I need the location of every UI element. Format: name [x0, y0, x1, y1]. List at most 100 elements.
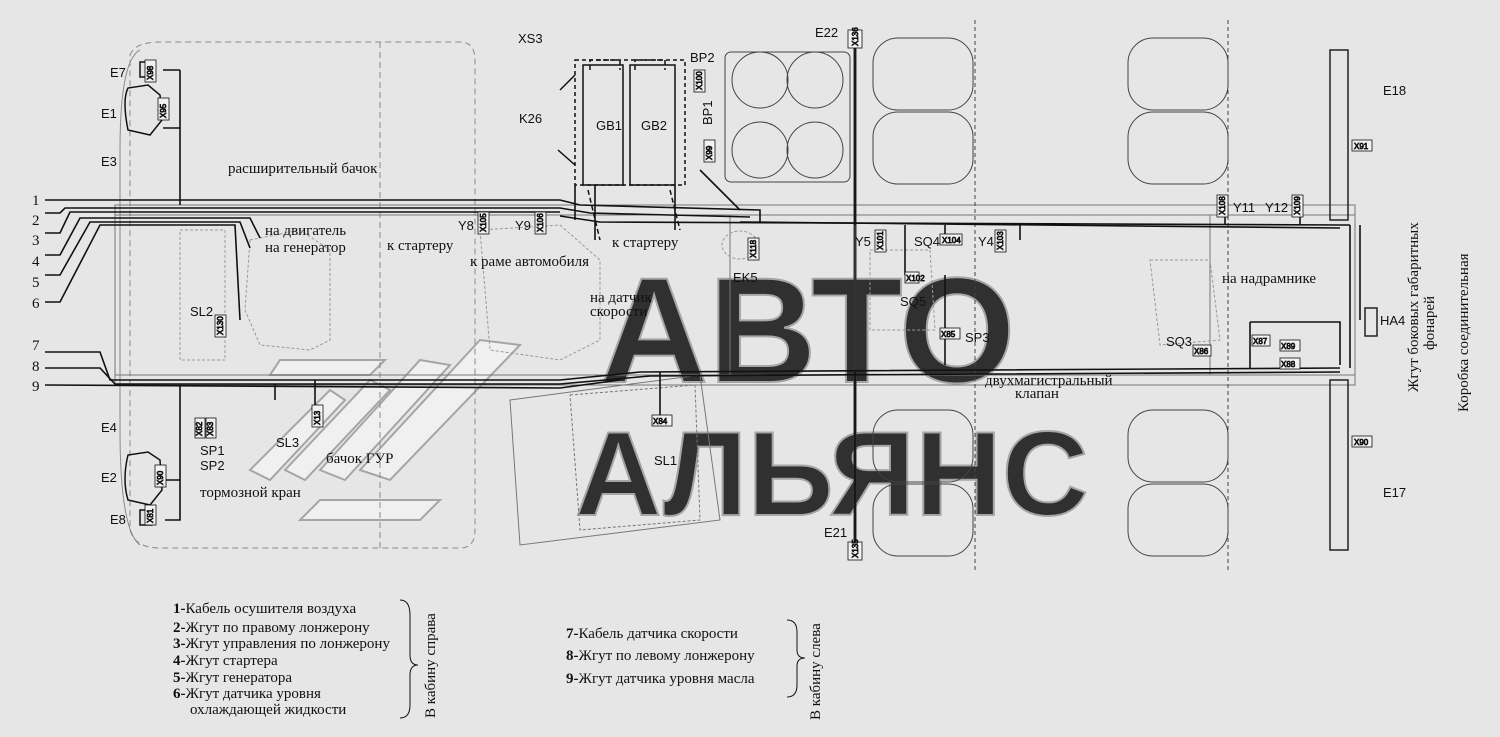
connector-X87: X87	[1251, 334, 1271, 347]
air-tanks	[724, 51, 851, 183]
connector-X104: X104	[939, 233, 963, 246]
label-E7: E7	[110, 65, 126, 80]
legend-right-cab: 1-Кабель осушителя воздуха 2-Жгут по пра…	[173, 599, 439, 719]
svg-text:X102: X102	[906, 274, 925, 283]
label-Y4: Y4	[978, 234, 994, 249]
annotation-side-lights-1: Жгут боковых габаритных	[1406, 222, 1422, 392]
connector-X88: X88	[1279, 357, 1301, 370]
label-XS3: XS3	[518, 31, 543, 46]
svg-text:X82: X82	[195, 421, 204, 436]
legend-left-item-9: 9-Жгут датчика уровня масла	[566, 671, 755, 687]
component-labels: E7 E1 E3 E4 E2 E8 SP1 SP2 SL2 SL3 SL1 XS…	[101, 25, 1406, 540]
annotation-to-starter-1: к стартеру	[387, 238, 454, 254]
legend-right-item-4: 4-Жгут стартера	[173, 653, 278, 669]
label-SL1: SL1	[654, 453, 677, 468]
connector-X106: X106	[534, 211, 547, 235]
harness-number-7: 7	[32, 338, 40, 354]
annotation-speed-sensor-2: скорости	[590, 304, 647, 320]
label-E2: E2	[101, 470, 117, 485]
connector-X81: X81	[144, 504, 157, 526]
svg-text:X101: X101	[876, 231, 885, 250]
connector-X86: X86	[1192, 344, 1212, 357]
engine-outline	[179, 224, 1221, 361]
svg-text:X95: X95	[159, 103, 168, 118]
annotation-side-lights-2: фонарей	[1422, 296, 1438, 350]
legend-left-caption: В кабину слева	[808, 623, 824, 720]
harness-numbers: 1 2 3 4 5 6 7 8 9	[32, 193, 40, 395]
svg-text:X100: X100	[695, 71, 704, 90]
headlights	[124, 61, 163, 526]
svg-text:X90: X90	[156, 470, 165, 485]
label-K26: K26	[519, 111, 542, 126]
connector-X135: X135	[847, 538, 863, 561]
label-SP2: SP2	[200, 458, 225, 473]
connector-X83: X83	[205, 417, 217, 439]
connector-X82: X82	[194, 417, 206, 439]
wheels	[872, 20, 1229, 570]
label-SQ5: SQ5	[900, 294, 926, 309]
connector-X105: X105	[477, 211, 490, 235]
legend-left-cab: 7-Кабель датчика скорости 8-Жгут по лево…	[566, 619, 824, 720]
svg-text:X104: X104	[942, 236, 961, 245]
svg-text:X88: X88	[1281, 360, 1296, 369]
svg-text:X81: X81	[146, 508, 155, 523]
label-BP1: BP1	[700, 100, 715, 125]
legend-right-item-5: 5-Жгут генератора	[173, 670, 292, 686]
label-E17: E17	[1383, 485, 1406, 500]
connector-X102: X102	[904, 271, 926, 284]
connector-X99: X99	[703, 139, 716, 163]
legend-right-item-6: 6-Жгут датчика уровня	[173, 686, 321, 702]
label-GB2: GB2	[641, 118, 667, 133]
connector-X95: X95	[157, 97, 170, 121]
label-SL2: SL2	[190, 304, 213, 319]
annotation-two-line-valve-2: клапан	[1015, 386, 1059, 402]
battery-box	[557, 59, 686, 186]
svg-text:X118: X118	[749, 239, 758, 258]
connector-X91: X91	[1351, 139, 1373, 152]
rear-lights	[1329, 49, 1378, 551]
annotation-to-starter-2: к стартеру	[612, 235, 679, 251]
label-SP1: SP1	[200, 443, 225, 458]
legend-left-item-8: 8-Жгут по левому лонжерону	[566, 648, 755, 664]
harness-number-5: 5	[32, 275, 40, 291]
svg-text:X83: X83	[206, 421, 215, 436]
label-SQ3: SQ3	[1166, 334, 1192, 349]
annotations: расширительный бачок на двигатель на ген…	[200, 161, 1472, 501]
connector-X90-front: X90	[154, 464, 167, 488]
label-BP2: BP2	[690, 50, 715, 65]
label-Y5: Y5	[855, 234, 871, 249]
connector-X84: X84	[651, 414, 673, 427]
label-Y11: Y11	[1233, 200, 1255, 215]
connector-X108: X108	[1216, 194, 1229, 218]
battery-cables	[587, 59, 681, 241]
svg-text:X84: X84	[653, 417, 668, 426]
cab-outline	[129, 41, 476, 549]
annotation-to-generator: на генератор	[265, 240, 346, 256]
connector-X101: X101	[874, 229, 887, 253]
label-E1: E1	[101, 106, 117, 121]
watermark-line2: АЛЬЯНС	[575, 407, 1089, 541]
legend-right-item-6-cont: охлаждающей жидкости	[190, 702, 346, 718]
connector-X118: X118	[747, 237, 760, 261]
legend-right-item-2: 2-Жгут по правому лонжерону	[173, 620, 370, 636]
annotation-gur-tank: бачок ГУР	[326, 451, 393, 467]
annotation-expansion-tank: расширительный бачок	[228, 161, 378, 177]
label-E22: E22	[815, 25, 838, 40]
annotation-junction-box: Коробка соединительная	[1456, 253, 1472, 412]
annotation-on-subframe: на надрамнике	[1222, 271, 1316, 287]
legend-right-item-3: 3-Жгут управления по лонжерону	[173, 636, 390, 652]
svg-text:X13: X13	[313, 410, 322, 425]
svg-text:X103: X103	[996, 231, 1005, 250]
harness-number-9: 9	[32, 379, 40, 395]
label-E4: E4	[101, 420, 117, 435]
watermark: АВТО АЛЬЯНС	[248, 245, 1090, 542]
label-SP3: SP3	[965, 330, 990, 345]
svg-text:X90: X90	[1354, 438, 1369, 447]
annotation-to-engine: на двигатель	[265, 223, 346, 239]
svg-text:X136: X136	[851, 27, 860, 46]
svg-text:X135: X135	[851, 539, 860, 558]
harness-number-6: 6	[32, 296, 40, 312]
legend-right-caption: В кабину справа	[423, 613, 439, 718]
svg-text:X98: X98	[146, 65, 155, 80]
connector-X109: X109	[1291, 194, 1304, 218]
